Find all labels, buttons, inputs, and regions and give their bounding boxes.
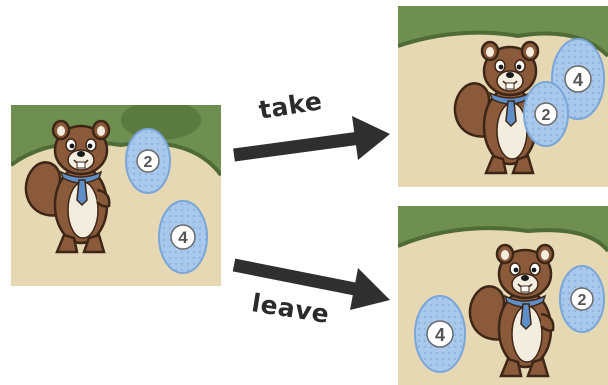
leave-label: leave xyxy=(249,288,332,330)
egg: 2 xyxy=(523,81,569,147)
egg-number: 2 xyxy=(542,107,551,124)
scene-leave: 4 2 xyxy=(398,206,608,385)
scene-start: 2 4 xyxy=(11,105,221,286)
egg: 4 xyxy=(158,200,208,274)
scene-take: 4 2 xyxy=(398,6,608,187)
egg-number: 2 xyxy=(144,154,153,171)
arrow-take xyxy=(233,116,390,162)
egg: 2 xyxy=(559,265,605,333)
egg: 4 xyxy=(414,295,466,373)
egg-number: 4 xyxy=(435,325,445,345)
egg-number: 2 xyxy=(578,292,587,309)
egg-number: 4 xyxy=(573,70,583,90)
egg-number: 4 xyxy=(178,228,188,247)
take-label: take xyxy=(256,86,325,125)
egg: 2 xyxy=(125,128,171,194)
